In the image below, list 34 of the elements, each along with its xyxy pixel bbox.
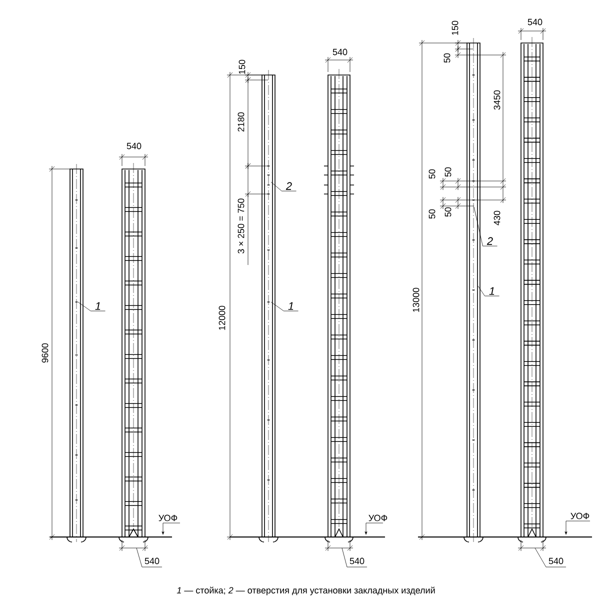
callout-number: 1 [484, 287, 500, 296]
dimension-label: 150 [452, 20, 458, 35]
level-label: УОФ [158, 514, 178, 522]
leader-line [78, 302, 91, 312]
dimension-label: 540 [144, 558, 160, 564]
dimension-label: 50 [428, 209, 436, 219]
leader-line [270, 182, 282, 192]
dimension-label: 50 [444, 53, 450, 63]
dimension-label: 3 × 250 = 750 [238, 198, 244, 254]
level-label: УОФ [570, 512, 590, 520]
dimension-label: 12000 [218, 306, 226, 330]
leader-line [478, 286, 485, 296]
callout-number: 1 [284, 302, 298, 312]
callout-number: 2 [482, 237, 498, 246]
dimension-label: 50 [444, 207, 452, 217]
caption: 1 — стойка; 2 — отверстия для установки закладных изделий [176, 586, 435, 596]
dimension-label: 540 [528, 18, 542, 26]
dimension-label: 50 [428, 169, 436, 179]
dimension-label: 9600 [42, 343, 48, 363]
dimension-label: 540 [350, 558, 364, 564]
leader-line [270, 302, 284, 312]
dimension-label: 3450 [494, 90, 500, 110]
dimension-label: 540 [126, 142, 142, 150]
level-label: УОФ [368, 514, 388, 522]
dimension-label: 430 [494, 210, 500, 226]
dimension-label: 150 [238, 60, 246, 74]
callout-number: 1 [90, 302, 106, 312]
dimension-label: 540 [332, 48, 348, 56]
dimension-label: 50 [444, 167, 452, 177]
callout-number: 2 [282, 182, 296, 192]
dimension-label: 13000 [412, 288, 420, 312]
dimension-label: 2180 [238, 112, 244, 132]
dimension-label: 540 [548, 558, 564, 564]
leader-line [474, 206, 483, 246]
